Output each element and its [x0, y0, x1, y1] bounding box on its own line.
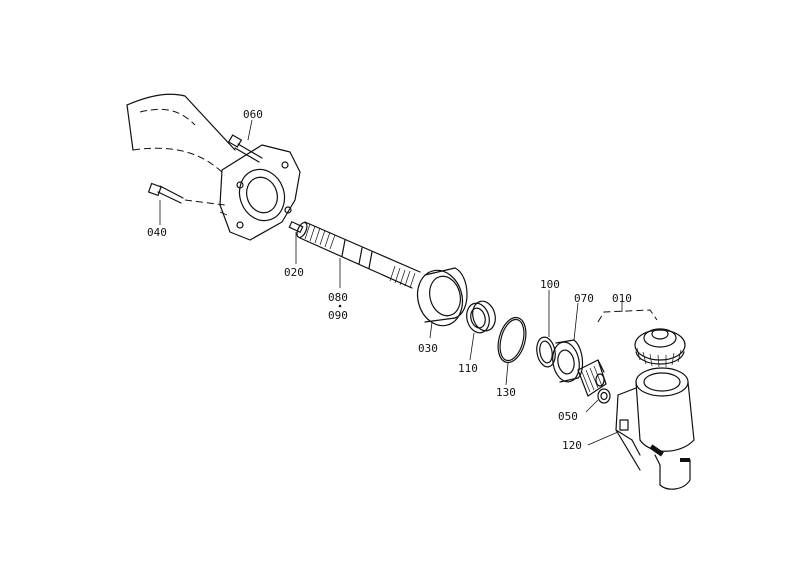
pin-020: [288, 220, 304, 264]
shaft-080-090: [296, 221, 421, 289]
ring-100: [536, 290, 556, 368]
label-060: 060: [243, 108, 263, 121]
bearing-housing-030: [416, 267, 468, 339]
housing-outline: [126, 93, 236, 176]
label-110: 110: [458, 362, 478, 375]
washer-050: [585, 388, 611, 413]
label-070: 070: [574, 292, 594, 305]
label-130: 130: [496, 386, 516, 399]
bevel-gear-010: [597, 302, 686, 368]
label-separator-dot: [338, 304, 342, 308]
label-120: 120: [562, 439, 582, 452]
label-090: 090: [328, 309, 348, 322]
gear-case-120: [587, 367, 695, 490]
oil-seal-110: [466, 300, 496, 361]
bearing-070: [552, 302, 584, 383]
label-050: 050: [558, 410, 578, 423]
bolt-040: [147, 182, 226, 225]
label-080: 080: [328, 291, 348, 304]
flange-plate: [219, 144, 301, 241]
label-040: 040: [147, 226, 167, 239]
bevel-pinion-gear: [577, 359, 607, 397]
label-020: 020: [284, 266, 304, 279]
bolt-060: [227, 119, 263, 163]
label-010: 010: [612, 292, 632, 305]
label-100: 100: [540, 278, 560, 291]
label-030: 030: [418, 342, 438, 355]
o-ring-130: [497, 316, 527, 386]
part-labels: 060 040 020 080 090 030 110 130 100 070 …: [147, 108, 632, 452]
